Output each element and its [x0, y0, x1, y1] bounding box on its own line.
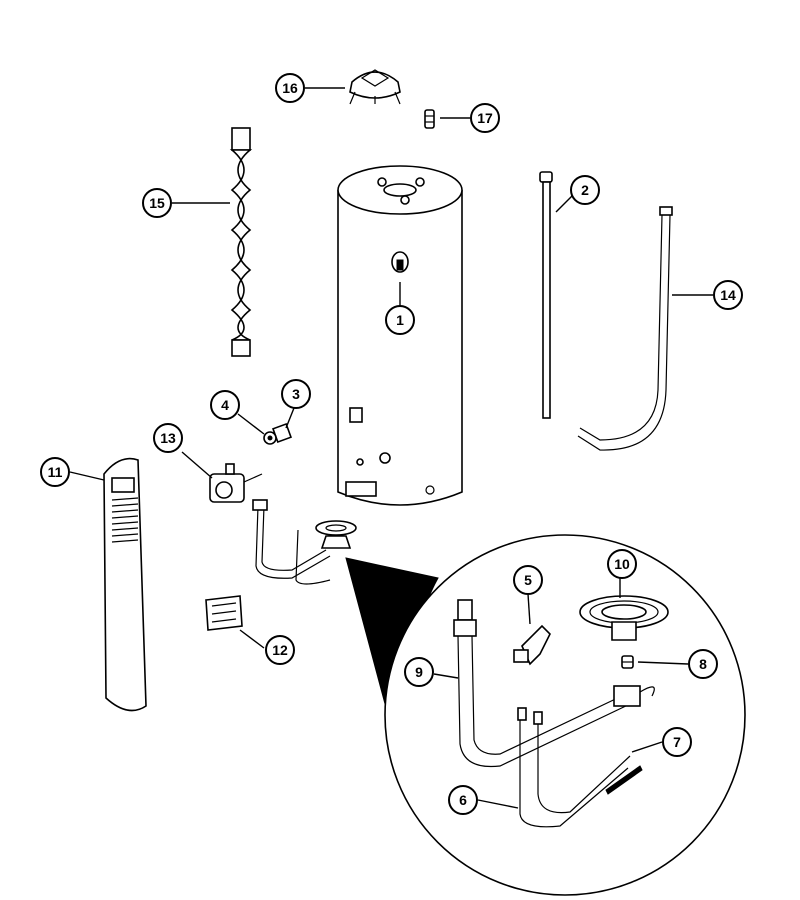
part-outer-door [103, 457, 147, 712]
callout-16: 16 [275, 73, 305, 103]
callout-8: 8 [688, 649, 718, 679]
callout-2: 2 [570, 175, 600, 205]
water-heater-tank [337, 165, 463, 506]
callout-15: 15 [142, 188, 172, 218]
part-burner [579, 595, 669, 641]
callout-3-label: 3 [292, 386, 300, 402]
callout-11-label: 11 [48, 464, 63, 480]
part-manifold-tube [453, 599, 655, 768]
callout-8-label: 8 [699, 656, 707, 672]
callout-5: 5 [513, 565, 543, 595]
callout-1: 1 [385, 305, 415, 335]
callout-6-label: 6 [459, 792, 467, 808]
part-dip-tube [577, 206, 673, 451]
callout-7: 7 [662, 727, 692, 757]
callout-13-label: 13 [160, 430, 176, 446]
part-orifice [621, 655, 634, 669]
callout-14: 14 [713, 280, 743, 310]
callout-7-label: 7 [673, 734, 681, 750]
callout-2-label: 2 [581, 182, 589, 198]
part-thermocouple [517, 707, 643, 828]
callout-15-label: 15 [149, 195, 165, 211]
callout-17: 17 [470, 103, 500, 133]
callout-17-label: 17 [477, 110, 493, 126]
part-small-fitting [424, 109, 435, 129]
callout-16-label: 16 [282, 80, 298, 96]
part-gas-control [209, 463, 263, 503]
callout-5-label: 5 [524, 572, 532, 588]
callout-4-label: 4 [221, 397, 229, 413]
part-pilot [513, 624, 551, 666]
callout-3: 3 [281, 379, 311, 409]
callout-10: 10 [607, 549, 637, 579]
callout-11: 11 [40, 457, 70, 487]
part-burner-assembly-small [252, 499, 357, 585]
callout-1-label: 1 [396, 312, 404, 328]
callout-12-label: 12 [272, 642, 288, 658]
callout-12: 12 [265, 635, 295, 665]
callout-6: 6 [448, 785, 478, 815]
callout-14-label: 14 [720, 287, 736, 303]
part-flue-baffle [229, 127, 253, 357]
part-drain-valve [263, 423, 292, 445]
part-anode-rod [539, 171, 553, 419]
magnify-detail [345, 534, 746, 896]
callout-9: 9 [404, 657, 434, 687]
callout-13: 13 [153, 423, 183, 453]
leader-lines [69, 87, 713, 809]
callout-9-label: 9 [415, 664, 423, 680]
part-top-cap [349, 69, 401, 105]
callout-10-label: 10 [614, 556, 630, 572]
callout-4: 4 [210, 390, 240, 420]
part-label [205, 595, 243, 631]
